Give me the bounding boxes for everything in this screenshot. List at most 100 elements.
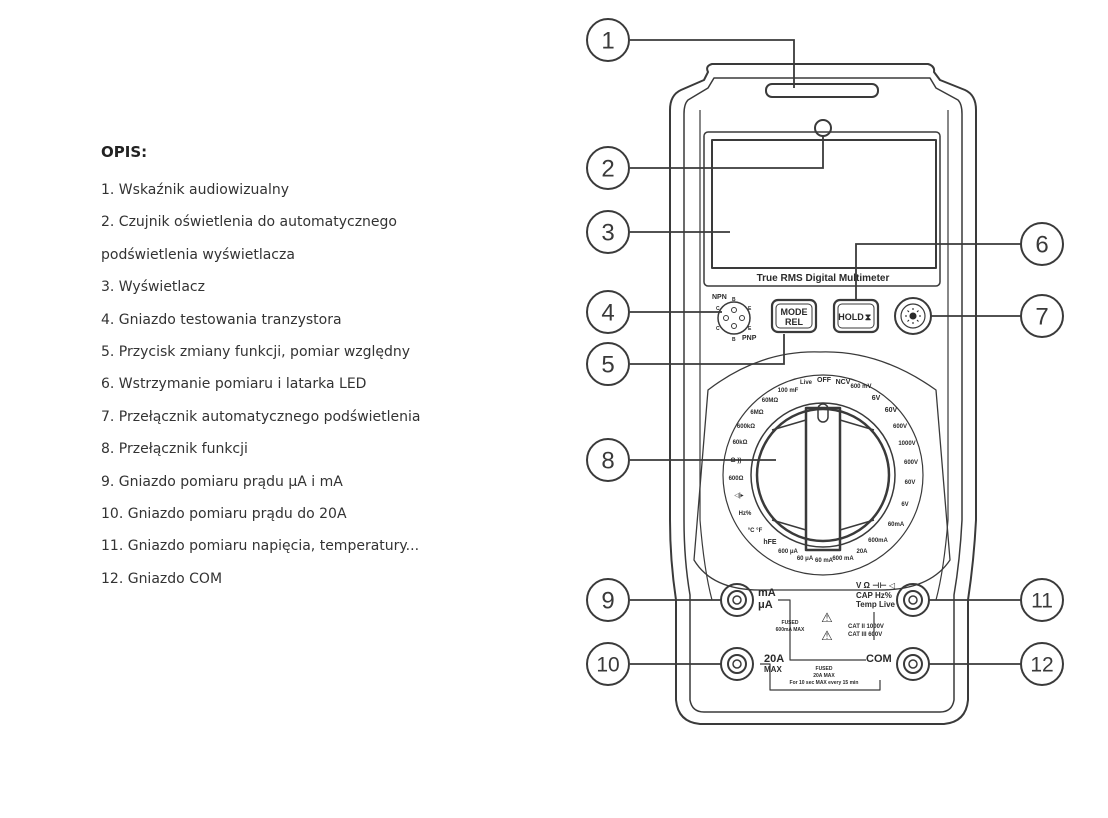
transistor-pin — [731, 307, 737, 313]
description-line-8: 8. Przełącznik funkcji — [101, 441, 248, 458]
com-jack-core — [908, 659, 918, 669]
callout-number-7: 7 — [1035, 304, 1048, 331]
leader-line-1 — [630, 39, 795, 88]
callout-circle-5 — [586, 342, 630, 386]
ua-ma-jack — [720, 583, 754, 617]
dial-label: 6V — [901, 502, 908, 508]
rel-label: REL — [785, 317, 804, 327]
ua-label: μA — [758, 599, 773, 611]
voltage-jack-inner — [903, 590, 923, 610]
multimeter-housing-inner — [683, 77, 963, 713]
voltage-label: V Ω ⊣⊢ ◁ — [856, 581, 895, 590]
a20-label: 20A — [764, 653, 784, 665]
dial-label: ◁|▸ — [734, 493, 743, 499]
dial-label: Ω·)) — [731, 458, 742, 464]
pin-label-b: B — [732, 297, 736, 303]
multimeter-housing-outline — [669, 63, 977, 725]
backlight-icon — [905, 308, 921, 324]
dial-label: 6MΩ — [750, 410, 763, 416]
cat-iii-label: CAT III 600V — [848, 632, 882, 638]
callout-circle-6 — [1020, 222, 1064, 266]
callout-number-9: 9 — [601, 588, 614, 615]
function-dial-pointer — [804, 406, 842, 552]
description-line-1: 1. Wskaźnik audiowizualny — [101, 182, 290, 198]
dial-label: 60kΩ — [733, 440, 748, 446]
fused-a-note: For 10 sec MAX every 15 min — [790, 680, 859, 686]
fused-ma-label: FUSED — [782, 620, 799, 626]
function-dial-ring — [750, 402, 896, 548]
pin-label-b: B — [732, 337, 736, 343]
hold-button-inner — [837, 303, 875, 329]
mode-label: MODE — [781, 307, 808, 317]
callout-circle-3 — [586, 210, 630, 254]
dial-label: 20A — [856, 549, 868, 555]
description-line-12: 12. Gniazdo COM — [101, 570, 223, 587]
pin-label-e: E — [748, 326, 752, 332]
description-line-4: 4. Gniazdo testowania tranzystora — [101, 311, 342, 328]
dial-label: 600mA — [868, 538, 888, 544]
callout-number-11: 11 — [1031, 590, 1053, 613]
dial-label: 60 mA — [815, 558, 834, 564]
backlight-button-inner — [900, 303, 926, 329]
description-line-10: 10. Gniazdo pomiaru prądu do 20A — [101, 506, 347, 523]
20a-jack-inner — [727, 654, 747, 674]
leader-line-2 — [630, 136, 824, 169]
callouts — [586, 18, 1064, 686]
temp-label: Temp Live — [856, 600, 896, 609]
callout-circle-11 — [1020, 578, 1064, 622]
a20-max-label: MAX — [764, 665, 782, 674]
pnp-label: PNP — [742, 335, 757, 342]
display-screen — [711, 139, 937, 269]
com-label: COM — [866, 653, 892, 665]
dial-label: 100 mF — [778, 388, 799, 394]
fused-ma-rating: 600mA MAX — [776, 627, 805, 633]
dial-label: 600 mV — [850, 384, 871, 390]
function-dial-ring — [722, 374, 924, 576]
pin-label-c: C — [716, 326, 720, 332]
callout-circle-12 — [1020, 642, 1064, 686]
grip-right — [935, 110, 949, 601]
fused-a-label: FUSED — [816, 666, 833, 672]
pin-label-c: C — [716, 306, 720, 312]
transistor-socket — [717, 301, 751, 335]
dial-label: OFF — [817, 377, 832, 384]
dial-label: Live — [800, 380, 813, 386]
dial-label: 600Ω — [729, 476, 744, 482]
callout-circle-1 — [586, 18, 630, 62]
voltage-jack-core — [908, 595, 918, 605]
description-heading: OPIS: — [101, 143, 148, 161]
dial-label: Hz% — [739, 511, 752, 517]
warning-icon: ⚠ — [821, 628, 833, 643]
cat-ii-label: CAT II 1000V — [848, 624, 884, 630]
leader-line-6 — [855, 243, 1022, 300]
transistor-pin — [731, 323, 737, 329]
20a-jack — [720, 647, 754, 681]
mode-rel-button-inner — [775, 303, 813, 329]
com-jack — [896, 647, 930, 681]
callout-number-5: 5 — [601, 352, 614, 379]
callout-number-10: 10 — [596, 654, 619, 677]
callout-number-12: 12 — [1030, 654, 1053, 677]
function-dial-grip — [771, 419, 875, 531]
dial-label: 600 μA — [778, 549, 798, 555]
description-line-6: 6. Wstrzymanie pomiaru i latarka LED — [101, 376, 367, 393]
warning-icon: ⚠ — [821, 610, 833, 625]
ua-ma-jack-core — [732, 595, 742, 605]
dial-label: NCV — [836, 379, 851, 386]
mode-rel-button — [770, 298, 818, 334]
light-sensor — [814, 119, 832, 137]
description-line-2-continued: podświetlenia wyświetlacza — [101, 246, 295, 263]
callout-circle-2 — [586, 146, 630, 190]
transistor-pin — [739, 315, 745, 321]
display-bezel — [703, 131, 941, 287]
dial-label: 60V — [885, 407, 898, 414]
callout-number-4: 4 — [601, 300, 614, 327]
callout-number-8: 8 — [601, 448, 614, 475]
npn-label: NPN — [712, 294, 727, 301]
dial-label: 60V — [905, 480, 916, 486]
com-jack-inner — [903, 654, 923, 674]
callout-circle-4 — [586, 290, 630, 334]
dial-label: 600 mA — [832, 556, 854, 562]
ma-label: mA — [758, 587, 776, 599]
